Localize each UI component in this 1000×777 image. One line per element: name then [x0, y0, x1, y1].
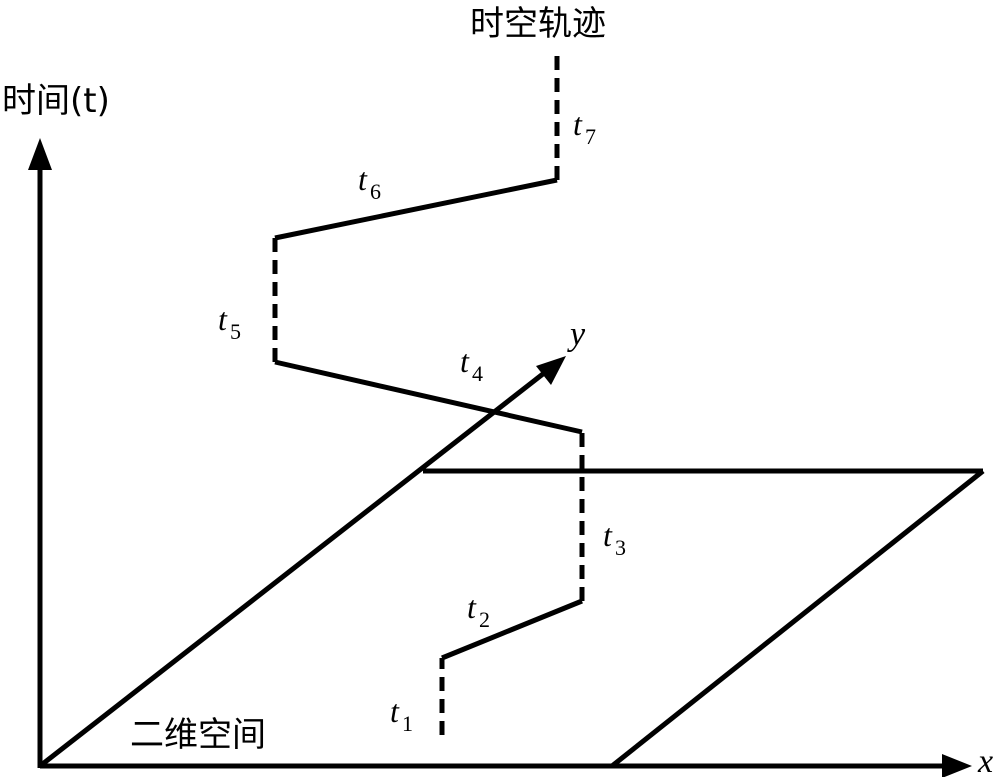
segment-label-t3-subscript: 3 — [615, 535, 626, 560]
segment-label-t3-symbol: t — [603, 517, 613, 553]
segment-label-t2-symbol: t — [467, 589, 477, 625]
segment-label-t1-symbol: t — [390, 693, 400, 729]
diagram-title: 时空轨迹 — [470, 4, 606, 44]
y-axis-label: y — [567, 316, 586, 353]
segment-label-t6-symbol: t — [358, 161, 368, 197]
x-axis-arrowhead — [942, 754, 972, 777]
plane-label: 二维空间 — [130, 715, 266, 755]
segment-label-t7-symbol: t — [573, 106, 583, 142]
segment-label-t1-subscript: 1 — [402, 711, 413, 736]
trajectory — [272, 56, 585, 735]
y-axis-arrowhead — [536, 356, 566, 385]
segment-label-t6: t 6 — [358, 161, 381, 204]
time-axis-arrowhead — [28, 138, 52, 170]
segment-label-t5-symbol: t — [218, 301, 228, 337]
y-axis — [38, 368, 550, 768]
segment-label-t2-subscript: 2 — [479, 607, 490, 632]
segment-label-t1: t 1 — [390, 693, 413, 736]
segment-label-t2: t 2 — [467, 589, 490, 632]
segment-t4 — [274, 359, 583, 435]
segment-label-t5-subscript: 5 — [230, 319, 241, 344]
segment-label-t3: t 3 — [603, 517, 626, 560]
segment-label-t4-symbol: t — [460, 343, 470, 379]
x-axis-label: x — [977, 743, 993, 777]
segment-label-t7-subscript: 7 — [585, 124, 596, 149]
time-axis-label: 时间(t) — [2, 81, 110, 121]
segment-label-t4-subscript: 4 — [472, 361, 483, 386]
plane-right-edge — [610, 469, 985, 768]
segment-t2 — [441, 598, 583, 661]
segment-label-t7: t 7 — [573, 106, 596, 149]
segment-label-t5: t 5 — [218, 301, 241, 344]
segment-label-t6-subscript: 6 — [370, 179, 381, 204]
segment-t6 — [274, 177, 558, 241]
segment-label-t4: t 4 — [460, 343, 483, 386]
